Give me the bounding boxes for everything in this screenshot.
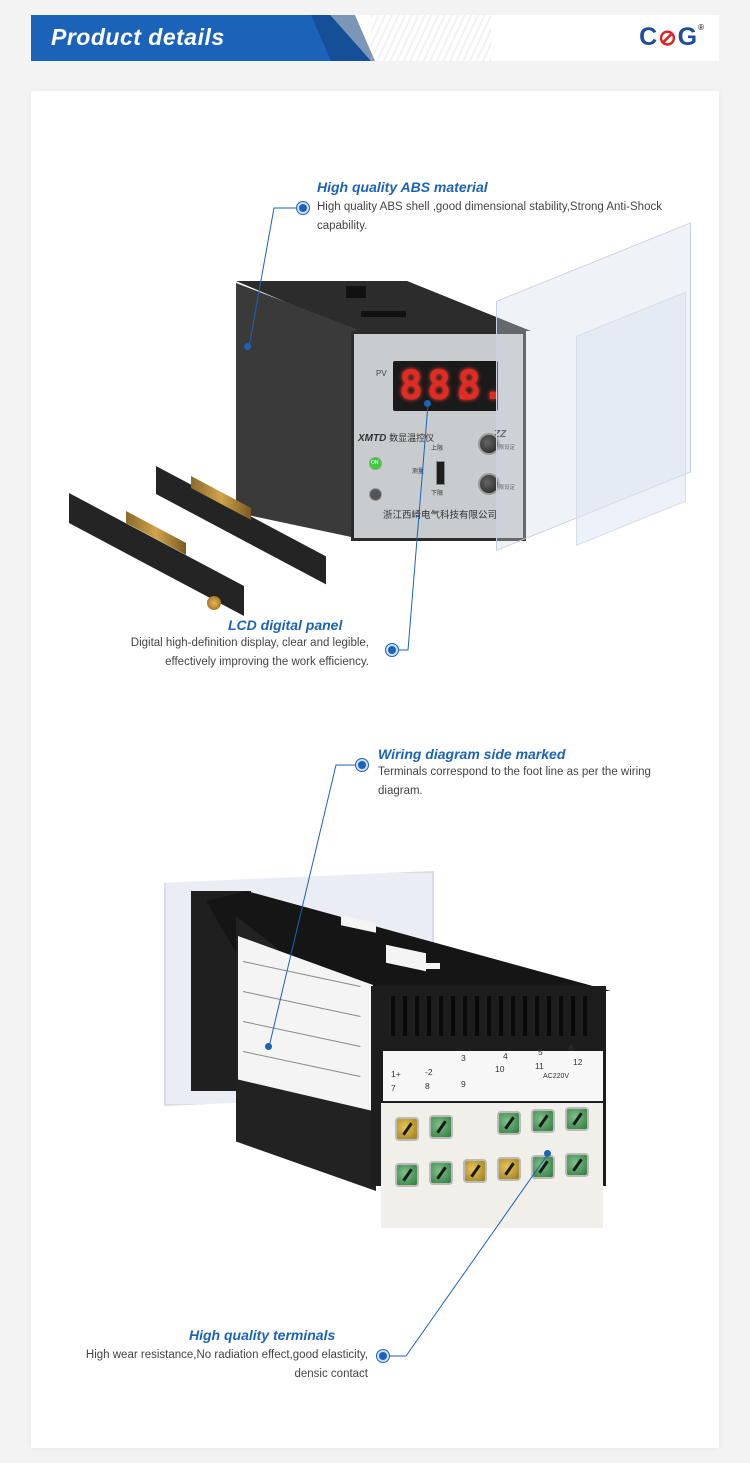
terminal-number: 7 xyxy=(391,1083,396,1093)
brand-mark: ZZ xyxy=(494,429,507,440)
logo-registered: ® xyxy=(698,23,705,32)
terminal-screw-icon xyxy=(463,1159,487,1183)
callout-title-abs: High quality ABS material xyxy=(317,179,488,195)
model-label: XMTD 数显温控仪 xyxy=(358,431,434,444)
vent-slot xyxy=(559,996,563,1036)
model-code: XMTD xyxy=(358,433,387,444)
lower-limit-label: 下限 xyxy=(431,491,444,497)
top-slot xyxy=(426,963,440,969)
vent-slot xyxy=(415,996,419,1036)
controller-side xyxy=(236,283,356,538)
vent-slot xyxy=(463,996,467,1036)
top-slot xyxy=(346,286,366,298)
leader-line-lcd xyxy=(393,403,429,651)
vent-slot xyxy=(547,996,551,1036)
upper-set-label: 上限设定 xyxy=(493,445,516,451)
header-stripes xyxy=(371,15,491,61)
lower-set-label: 下限设定 xyxy=(493,485,516,491)
leader-line-abs xyxy=(248,207,309,348)
terminal-screw-icon xyxy=(429,1115,453,1139)
logo-mid: ⊘ xyxy=(658,25,678,50)
wiring-diagram-strip: 3 4 5 6 1+ -2 10 11 12 7 8 9 AC220V xyxy=(383,1043,603,1101)
vent-slot xyxy=(511,996,515,1036)
vent-slot xyxy=(583,996,587,1036)
terminal-screw-icon xyxy=(497,1111,521,1135)
on-led xyxy=(369,457,382,470)
callout-anchor xyxy=(424,400,431,407)
callout-anchor xyxy=(265,1043,272,1050)
model-name-cn: 数显温控仪 xyxy=(389,433,435,443)
terminal-block xyxy=(381,1103,603,1228)
upper-set-knob[interactable] xyxy=(478,433,500,455)
logo-letter-g: G xyxy=(677,23,699,51)
leader-line-wiring xyxy=(268,764,361,1048)
callout-marker xyxy=(297,202,309,214)
mode-switch[interactable] xyxy=(436,461,445,485)
terminal-screw-icon xyxy=(429,1161,453,1185)
terminal-screw-icon xyxy=(497,1157,521,1181)
brand-logo: C⊘G® xyxy=(639,23,705,52)
digital-display: 8 8. 8. xyxy=(393,361,505,411)
company-name: 浙江西崎电气科技有限公司 xyxy=(383,510,498,521)
voltage-label: AC220V xyxy=(543,1073,570,1080)
vent-slot xyxy=(403,996,407,1036)
terminal-screw-icon xyxy=(565,1153,589,1177)
measure-label: 测量 xyxy=(412,469,425,475)
terminal-screw-icon xyxy=(565,1107,589,1131)
callout-title-wiring: Wiring diagram side marked xyxy=(378,746,566,762)
display-digit: 8. xyxy=(427,363,476,409)
callout-marker xyxy=(377,1350,389,1362)
terminal-number: 5 xyxy=(538,1047,543,1057)
terminal-number: 12 xyxy=(573,1057,583,1067)
terminal-number: 6 xyxy=(569,1043,574,1053)
terminal-number: 10 xyxy=(495,1064,505,1074)
terminal-screw-icon xyxy=(395,1117,419,1141)
callout-text-lcd: Digital high-definition display, clear a… xyxy=(130,637,369,668)
page-title: Product details xyxy=(51,24,225,50)
bracket-screw-icon xyxy=(207,596,221,610)
vent-slot xyxy=(571,996,575,1036)
vent-slot xyxy=(535,996,539,1036)
terminal-number: -2 xyxy=(425,1067,433,1077)
terminal-screw-icon xyxy=(531,1155,555,1179)
vent-slot xyxy=(499,996,503,1036)
callout-marker xyxy=(356,759,368,771)
vent-slot xyxy=(427,996,431,1036)
vent-slot xyxy=(523,996,527,1036)
terminal-screw-icon xyxy=(395,1163,419,1187)
vent-slot xyxy=(391,996,395,1036)
content-card: PV 8 8. 8. XMTD 数显温控仪 ZZ ON 上限 测量 下限 上限设… xyxy=(31,91,719,1448)
vent-slot xyxy=(475,996,479,1036)
logo-letter-c: C xyxy=(639,23,659,51)
terminal-number: 1+ xyxy=(391,1069,401,1079)
callout-title-terminals: High quality terminals xyxy=(189,1327,336,1343)
terminal-number: 8 xyxy=(425,1081,430,1091)
terminal-number: 11 xyxy=(535,1061,544,1071)
callout-text-terminals: High wear resistance,No radiation effect… xyxy=(85,1349,368,1380)
callout-anchor xyxy=(244,343,251,350)
lower-set-knob[interactable] xyxy=(478,473,500,495)
on-led-label: ON xyxy=(371,460,379,466)
vent-slot xyxy=(439,996,443,1036)
vent-slot xyxy=(451,996,455,1036)
pv-label: PV xyxy=(376,369,387,378)
terminal-screw-icon xyxy=(531,1109,555,1133)
leader-line-terminals xyxy=(384,1153,549,1357)
upper-limit-label: 上限 xyxy=(431,446,444,452)
callout-text-wiring: Terminals correspond to the foot line as… xyxy=(378,766,651,797)
off-led xyxy=(369,488,382,501)
callout-text-abs: High quality ABS shell ,good dimensional… xyxy=(317,201,662,232)
callout-marker xyxy=(386,644,398,656)
terminal-number: 9 xyxy=(461,1079,466,1089)
vent-slot xyxy=(487,996,491,1036)
callout-title-lcd: LCD digital panel xyxy=(228,617,343,633)
terminal-number: 3 xyxy=(461,1053,466,1063)
header-bar: Product details C⊘G® xyxy=(31,15,719,61)
display-digit: 8. xyxy=(457,363,506,409)
top-slot xyxy=(361,311,406,317)
display-digit: 8 xyxy=(399,363,424,409)
terminal-number: 4 xyxy=(503,1051,508,1061)
callout-anchor xyxy=(544,1150,551,1157)
